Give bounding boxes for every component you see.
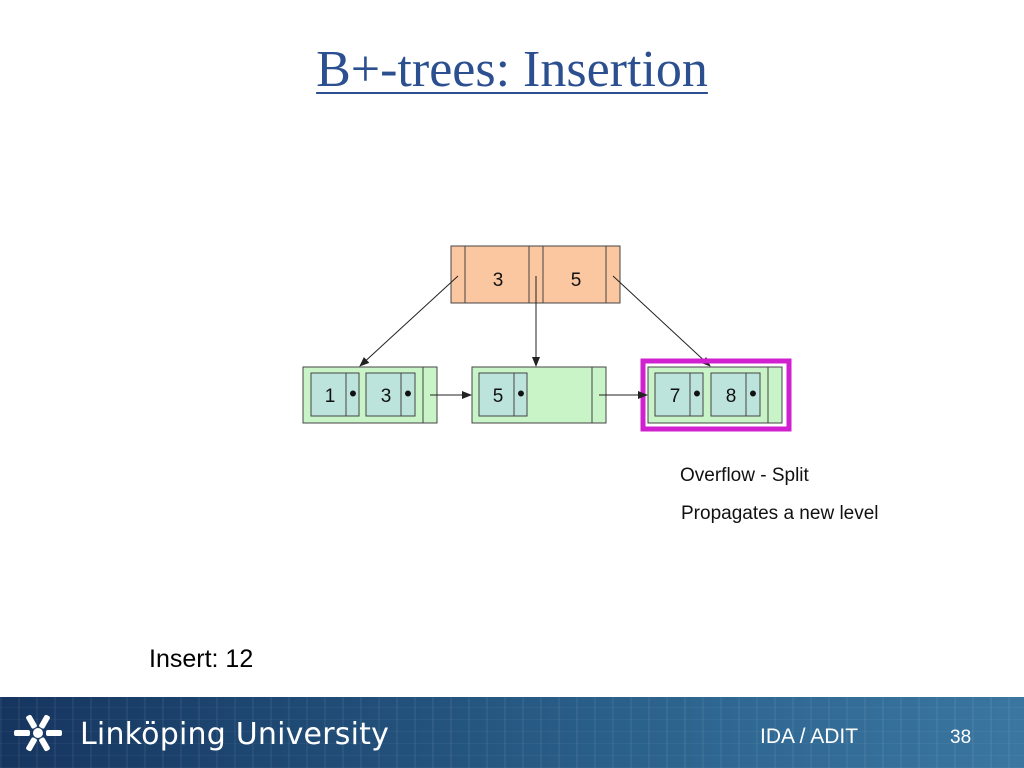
footer-background-texture <box>0 697 1024 768</box>
leaf-key-cell <box>478 372 528 417</box>
btree-diagram: 3 5 1 • 3 • 5 • 7 • 8 • <box>302 245 792 432</box>
root-node: 3 5 <box>450 245 621 304</box>
leaf-key-cell <box>365 372 416 417</box>
edge-root-to-leaf-3 <box>612 275 711 367</box>
leaf-key-cell <box>710 372 761 417</box>
leaf-2-key-1: 5 <box>493 386 504 407</box>
footer-bar: Linköping University IDA / ADIT 38 <box>0 697 1024 768</box>
leaf-node-1: 1 • 3 • <box>302 366 438 424</box>
leaf-node-2: 5 • <box>471 366 607 424</box>
leaf-1-key-1: 1 <box>325 386 336 407</box>
page-number: 38 <box>950 727 972 748</box>
department-label: IDA / ADIT <box>760 725 859 748</box>
record-pointer-dot: • <box>693 381 701 406</box>
root-key-1: 3 <box>493 270 504 291</box>
linkoping-university-logo-icon <box>14 714 62 752</box>
edge-root-to-leaf-1 <box>359 275 459 367</box>
insert-operation-label: Insert: 12 <box>149 645 254 673</box>
record-pointer-dot: • <box>349 381 357 406</box>
record-pointer-dot: • <box>517 381 525 406</box>
slide-title: B+-trees: Insertion <box>316 41 708 98</box>
leaf-3-key-1: 7 <box>670 386 681 407</box>
leaf-3-key-2: 8 <box>726 386 737 407</box>
university-name: Linköping University <box>80 717 390 752</box>
overflow-split-caption: Overflow - Split <box>680 465 809 486</box>
leaf-key-cell <box>310 372 360 417</box>
leaf-node-3-overflow: 7 • 8 • <box>640 358 792 432</box>
leaf-1-key-2: 3 <box>381 386 392 407</box>
root-key-2: 5 <box>571 270 582 291</box>
record-pointer-dot: • <box>749 381 757 406</box>
record-pointer-dot: • <box>404 381 412 406</box>
propagates-level-caption: Propagates a new level <box>681 503 879 524</box>
leaf-key-cell <box>654 372 704 417</box>
